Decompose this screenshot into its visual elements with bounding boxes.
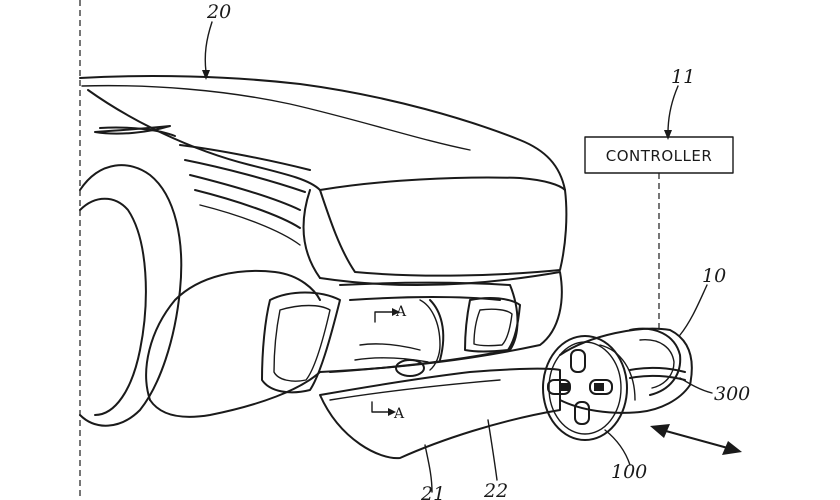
section-mark-bottom: A — [371, 401, 405, 422]
section-mark-top: A — [374, 304, 407, 323]
ref-100: 100 — [611, 461, 647, 483]
controller-label: CONTROLLER — [606, 147, 713, 165]
air-intake-left — [261, 291, 341, 394]
ref-11: 11 — [671, 66, 695, 88]
front-wheel — [79, 164, 183, 427]
ramp-plate — [319, 367, 561, 460]
mobility-device — [542, 327, 693, 441]
docking-bay — [329, 281, 519, 377]
ref-22: 22 — [483, 480, 508, 500]
controller-box: CONTROLLER — [584, 136, 734, 174]
leader-lines — [202, 21, 713, 493]
ref-300: 300 — [714, 383, 750, 405]
section-label-bottom: A — [393, 406, 405, 422]
movement-arrow — [650, 424, 742, 455]
headlight — [94, 125, 311, 246]
vehicle-body — [79, 75, 568, 418]
ref-20: 20 — [206, 1, 231, 23]
ref-21: 21 — [420, 483, 445, 500]
section-label-top: A — [395, 304, 407, 320]
ref-10: 10 — [702, 265, 726, 287]
air-intake-right — [464, 296, 521, 353]
